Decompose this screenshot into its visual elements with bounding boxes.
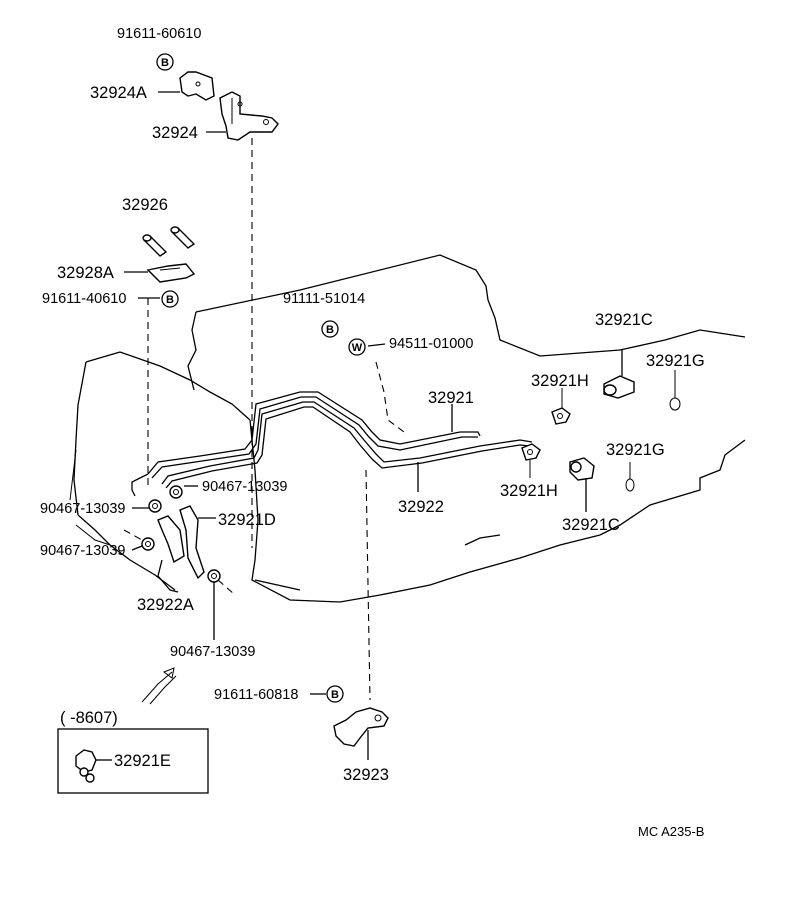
label-32926: 32926 [122, 196, 168, 214]
label-32921c-top: 32921C [595, 311, 653, 329]
label-94511-01000: 94511-01000 [389, 336, 473, 352]
catalog-reference: MC A235-B [638, 824, 704, 839]
sleeve-32926-right [170, 226, 196, 249]
label-32921h-top: 32921H [531, 372, 589, 390]
label-32924: 32924 [152, 124, 198, 142]
label-90467-13039-c: 90467-13039 [40, 543, 125, 559]
label-32921d: 32921D [218, 511, 276, 529]
label-90467-13039-a: 90467-13039 [202, 479, 287, 495]
label-32922: 32922 [398, 498, 444, 516]
inset-box-32921e [57, 728, 209, 794]
clip-90467-a [169, 485, 183, 499]
badge-b-91611-60610: B [156, 53, 174, 71]
label-32923: 32923 [343, 766, 389, 784]
label-32922a: 32922A [137, 596, 194, 614]
label-32921: 32921 [428, 389, 474, 407]
brake-tube-32921 [131, 391, 481, 497]
brake-tube-32922 [161, 401, 533, 489]
badge-b-91611-60818: B [326, 685, 344, 703]
bracket-32923 [333, 707, 389, 760]
clip-90467-d [207, 569, 235, 595]
union-32921c-bottom [569, 457, 595, 512]
svg-text:B: B [161, 57, 169, 69]
o-ring-32921g-mid [625, 462, 635, 492]
clamp-32928a [146, 263, 196, 283]
label-8607: ( -8607) [60, 709, 118, 727]
label-32921g-top: 32921G [646, 352, 705, 370]
label-32928a: 32928A [57, 264, 114, 282]
label-91611-40610: 91611-40610 [42, 291, 126, 307]
clip-90467-b [148, 499, 162, 513]
clip-90467-c [123, 529, 155, 551]
label-32924a: 32924A [90, 84, 147, 102]
label-32921e: 32921E [114, 752, 171, 770]
label-32921g-mid: 32921G [606, 441, 665, 459]
o-ring-32921g-top [669, 370, 681, 411]
union-32921c-top [603, 350, 635, 399]
badge-b-91611-40610: B [161, 290, 179, 308]
bracket-32924a [179, 71, 215, 101]
sleeve-32926-left [142, 234, 168, 257]
label-91611-60818: 91611-60818 [214, 687, 298, 703]
label-91611-60610: 91611-60610 [117, 26, 201, 42]
svg-text:B: B [166, 294, 174, 306]
bracket-32924 [219, 91, 279, 141]
badge-b-91111-51014: B [321, 320, 339, 338]
label-90467-13039-d: 90467-13039 [170, 644, 255, 660]
transmission-outline [73, 254, 746, 603]
svg-text:B: B [326, 324, 334, 336]
svg-text:B: B [331, 689, 339, 701]
union-32921h-top [551, 388, 571, 425]
union-32921h-bottom [521, 443, 541, 478]
label-90467-13039-b: 90467-13039 [40, 501, 125, 517]
label-32921h-bottom: 32921H [500, 482, 558, 500]
hose-32921d [179, 505, 205, 580]
badge-w-94511-01000: W [348, 338, 366, 356]
hose-32922a [157, 515, 185, 564]
label-91111-51014: 91111-51014 [283, 291, 365, 307]
label-32921c-bottom: 32921C [562, 516, 620, 534]
svg-text:W: W [352, 342, 363, 354]
